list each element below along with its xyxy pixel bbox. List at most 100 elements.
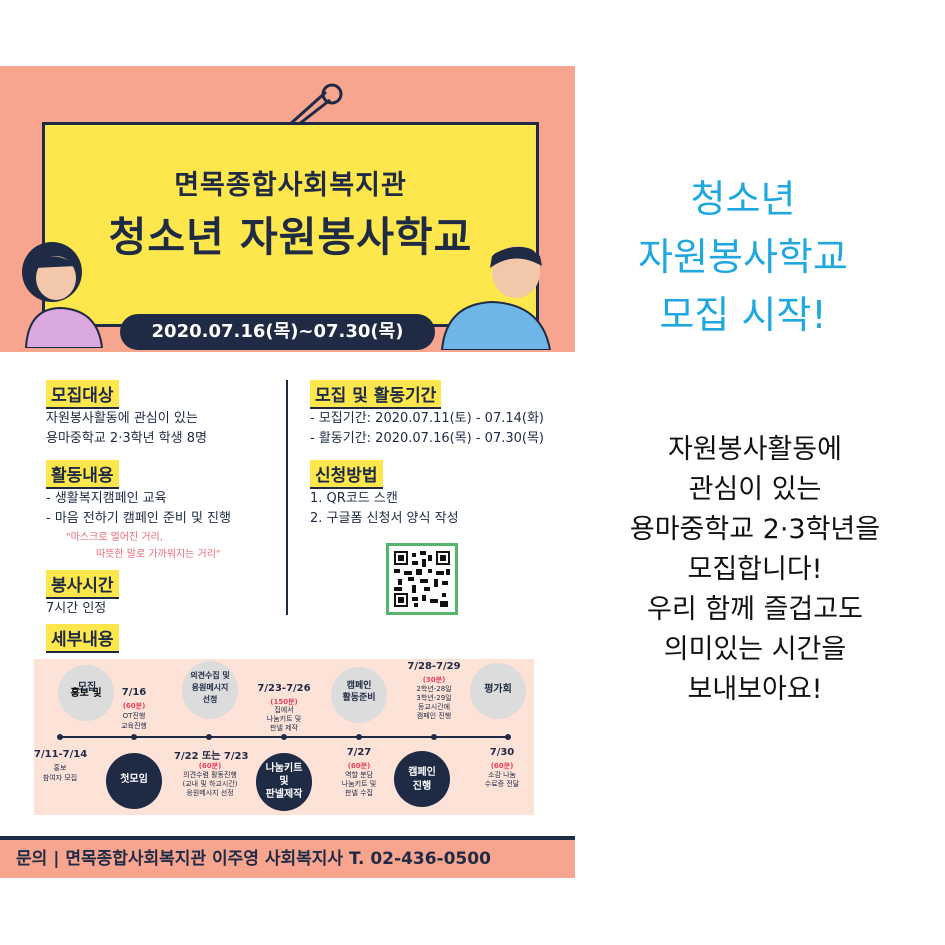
- timeline-desc: 의견수렴 활동진행: [183, 771, 237, 779]
- timeline-bubble-text: 캠페인: [346, 681, 372, 691]
- section-heading: 모집대상: [46, 380, 119, 409]
- timeline-minutes: (60분): [490, 762, 514, 770]
- timeline-bubble: 홍보 및: [58, 665, 114, 721]
- timeline-minutes: (150분): [270, 698, 298, 706]
- timeline-desc: 나눔키트 및: [341, 780, 377, 788]
- timeline-bubble-text: 진행: [412, 781, 432, 792]
- section-details: 세부내용: [46, 624, 119, 653]
- timeline-desc: 등교시간에: [417, 703, 451, 711]
- timeline-bubble: [182, 661, 238, 719]
- promo-body-line: 용마중학교 2·3학년을: [629, 514, 881, 545]
- girl-illustration: [22, 242, 104, 348]
- timeline-bubble-dark: [256, 753, 312, 811]
- section-target: 모집대상 자원봉사활동에 관심이 있는 용마중학교 2·3학년 학생 8명: [46, 380, 207, 449]
- timeline-desc: 홍보: [53, 764, 67, 772]
- promo-title-line: 청소년: [690, 177, 796, 221]
- section-hours: 봉사시간 7시간 인정: [46, 570, 119, 619]
- timeline-line: [57, 734, 511, 740]
- section-text: - 모집기간: 2020.07.11(토) - 07.14(화): [310, 411, 544, 426]
- promo-title: 청소년 자원봉사학교 모집 시작!: [583, 170, 903, 344]
- section-periods: 모집 및 활동기간 - 모집기간: 2020.07.11(토) - 07.14(…: [310, 380, 544, 449]
- contact-footer: 문의 | 면목종합사회복지관 이주영 사회복지사 T. 02-436-0500: [0, 836, 575, 878]
- timeline-bubble-text: 평가회: [484, 684, 512, 695]
- schedule-timeline: 홍보 및 모집 7/16 (60분) OT진행 교육진행 의견수집 및 응원메시…: [34, 659, 534, 815]
- timeline-bubble-text: 선정: [202, 695, 218, 704]
- timeline-minutes: (60분): [122, 702, 146, 710]
- section-text: - 생활복지캠페인 교육: [46, 491, 167, 506]
- timeline-desc: OT진행: [122, 712, 146, 720]
- title-box: 면목종합사회복지관 청소년 자원봉사학교: [42, 122, 539, 327]
- timeline-date: 7/23-7/26: [257, 683, 311, 694]
- section-heading: 신청방법: [310, 460, 383, 489]
- timeline-bubble-text: 및: [279, 776, 289, 787]
- promo-title-line: 자원봉사학교: [638, 235, 848, 279]
- section-text: - 활동기간: 2020.07.16(목) - 07.30(목): [310, 431, 544, 446]
- timeline-desc: 집에서: [274, 706, 294, 714]
- promo-body-line: 자원봉사활동에: [668, 434, 842, 465]
- timeline-desc: 역할 분담: [345, 771, 373, 779]
- timeline-desc: 수료증 전달: [484, 780, 520, 788]
- timeline-desc: 판넬 제작: [270, 724, 298, 732]
- timeline-desc: 참여자 모집: [42, 774, 78, 782]
- promo-body-line: 보내보아요!: [687, 674, 823, 705]
- section-activity: 활동내용 - 생활복지캠페인 교육 - 마음 전하기 캠페인 준비 및 진행 "…: [46, 460, 231, 563]
- timeline-desc: 캠페인 진행: [416, 712, 452, 720]
- section-heading: 모집 및 활동기간: [310, 380, 442, 409]
- timeline-desc: 교육진행: [121, 722, 147, 730]
- timeline-bubble-text: 첫모임: [120, 774, 148, 785]
- section-text: 자원봉사활동에 관심이 있는: [46, 411, 198, 426]
- section-text: 7시간 인정: [46, 601, 107, 616]
- timeline-bubble-text: 캠페인: [408, 767, 436, 778]
- timeline-desc: 3학년-29일: [416, 694, 452, 702]
- recruitment-poster: 면목종합사회복지관 청소년 자원봉사학교 2020.07.16(목)~07.30…: [0, 66, 575, 878]
- timeline-desc: (교내 및 하교시간): [182, 780, 238, 788]
- timeline-bubble: [331, 667, 387, 723]
- timeline-desc: 응원메시지 선정: [186, 789, 234, 797]
- timeline-bubble-text: 의견수집 및: [190, 671, 230, 680]
- promo-body-line: 모집합니다!: [687, 554, 823, 585]
- poster-header: 면목종합사회복지관 청소년 자원봉사학교 2020.07.16(목)~07.30…: [0, 66, 575, 352]
- poster-main-title: 청소년 자원봉사학교: [108, 213, 473, 261]
- promo-title-line: 모집 시작!: [659, 293, 827, 337]
- timeline-desc: 2학년-28일: [416, 685, 452, 693]
- section-heading: 봉사시간: [46, 570, 119, 599]
- timeline-bubble-text: 판넬제작: [265, 789, 303, 800]
- timeline-desc: 판넬 수집: [345, 789, 373, 797]
- timeline-bubble-text: 나눔키트: [265, 763, 303, 774]
- section-heading: 세부내용: [46, 624, 119, 653]
- section-apply: 신청방법 1. QR코드 스캔 2. 구글폼 신청서 양식 작성: [310, 460, 459, 529]
- column-divider: [286, 380, 288, 615]
- boy-illustration: [440, 246, 552, 350]
- promo-body-line: 관심이 있는: [688, 474, 822, 505]
- timeline-date: 7/30: [489, 747, 515, 758]
- section-heading: 활동내용: [46, 460, 119, 489]
- timeline-bubble-dark: [394, 751, 450, 807]
- timeline-bubble-dark: [106, 753, 162, 809]
- section-text: - 마음 전하기 캠페인 준비 및 진행: [46, 511, 231, 526]
- timeline-desc: 나눔키트 및: [266, 715, 302, 723]
- timeline-date: 7/28-7/29: [407, 661, 461, 672]
- timeline-minutes: (60분): [198, 762, 222, 770]
- timeline-minutes: (30분): [422, 676, 446, 684]
- campaign-quote: "마스크로 멀어진 거리,: [66, 532, 163, 543]
- section-text: 1. QR코드 스캔: [310, 491, 398, 506]
- promo-body: 자원봉사활동에 관심이 있는 용마중학교 2·3학년을 모집합니다! 우리 함께…: [580, 430, 930, 710]
- section-text: 2. 구글폼 신청서 양식 작성: [310, 511, 459, 526]
- timeline-desc: 소감 나눔: [488, 771, 516, 779]
- qr-code[interactable]: [386, 543, 458, 615]
- promo-body-line: 의미있는 시간을: [663, 634, 847, 665]
- timeline-bubble-text: 활동준비: [342, 693, 376, 703]
- timeline-minutes: (60분): [347, 762, 371, 770]
- timeline-date: 7/27: [346, 747, 372, 758]
- campaign-quote: 따뜻한 말로 가까워지는 거리": [96, 549, 221, 560]
- timeline-date: 7/16: [121, 687, 147, 698]
- timeline-date: 7/11-7/14: [34, 749, 88, 760]
- section-text: 용마중학교 2·3학년 학생 8명: [46, 431, 207, 446]
- promo-body-line: 우리 함께 즐겁고도: [647, 594, 863, 625]
- timeline-bubble-text: 응원메시지: [191, 683, 229, 692]
- timeline-bubble: [470, 663, 526, 719]
- timeline-bubble-text: 모집: [77, 682, 97, 693]
- qr-code-icon: [394, 551, 450, 607]
- period-banner: 2020.07.16(목)~07.30(목): [120, 314, 435, 350]
- timeline-date: 7/22 또는 7/23: [174, 751, 249, 762]
